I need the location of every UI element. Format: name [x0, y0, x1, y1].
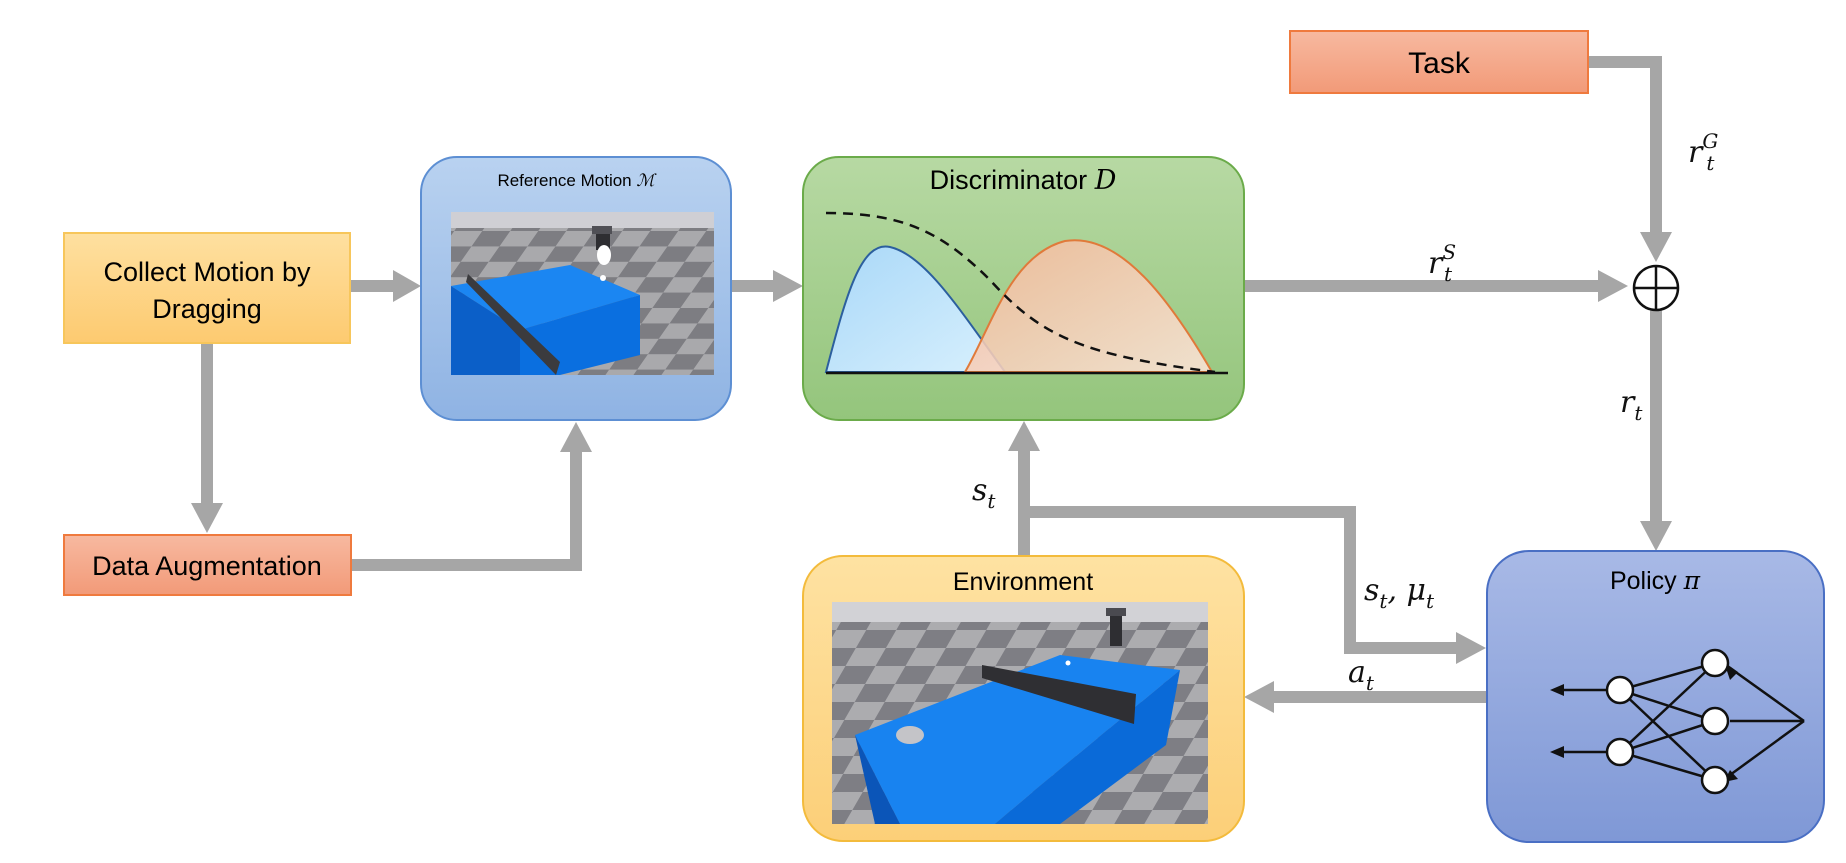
arrowhead: [393, 270, 421, 302]
arrow-augmentation-to-reference: [352, 450, 582, 571]
environment-title: Environment: [953, 568, 1093, 596]
network-nodes: [1605, 648, 1730, 795]
arrowhead: [191, 503, 223, 533]
policy-title: Policy π: [1610, 566, 1701, 595]
real-distribution-curve: [824, 245, 1007, 373]
reference-motion-node: Reference Motion ℳ: [420, 156, 732, 421]
arrowhead: [560, 422, 592, 452]
arrow-task-to-sum: [1588, 56, 1662, 234]
collect-label-line2: Dragging: [152, 294, 262, 324]
environment-node: Environment: [802, 555, 1245, 842]
discriminator-node: Discriminator D: [802, 156, 1245, 421]
label-state: st: [972, 473, 996, 513]
task-label: Task: [1408, 47, 1471, 80]
augmentation-label: Data Augmentation: [92, 551, 322, 581]
data-augmentation-node: Data Augmentation: [63, 534, 352, 596]
policy-node: Policy π: [1486, 550, 1825, 843]
arrowhead: [1598, 270, 1628, 302]
sum-node: [1632, 264, 1680, 312]
arrows: [191, 56, 1672, 713]
neural-network-icon: [1560, 661, 1805, 782]
nn-node: [1700, 648, 1730, 678]
arrowhead: [1640, 521, 1672, 551]
arrowhead: [1008, 421, 1040, 451]
reference-title: Reference Motion ℳ: [497, 171, 657, 191]
nn-node: [1605, 675, 1635, 705]
nn-node: [1700, 706, 1730, 736]
reference-scene-image: [451, 212, 714, 375]
arrowhead: [1640, 232, 1672, 262]
label-action: at: [1348, 655, 1375, 695]
distribution-plot: [824, 211, 1228, 375]
nn-node: [1605, 737, 1635, 767]
arrowhead: [1244, 681, 1274, 713]
label-total-reward: rt: [1620, 385, 1643, 425]
nn-node: [1700, 765, 1730, 795]
task-node: Task: [1289, 30, 1589, 94]
fake-distribution-curve: [963, 239, 1214, 373]
arrowhead: [773, 270, 803, 302]
arrowhead: [1456, 632, 1486, 664]
collect-motion-node: Collect Motion by Dragging: [63, 232, 351, 344]
discriminator-title: Discriminator D: [930, 165, 1117, 196]
arrow-state-to-policy: [1024, 506, 1458, 654]
label-state-mu: st, μt: [1364, 573, 1435, 613]
environment-scene-image: [832, 602, 1208, 824]
collect-label-line1: Collect Motion by: [103, 257, 311, 287]
